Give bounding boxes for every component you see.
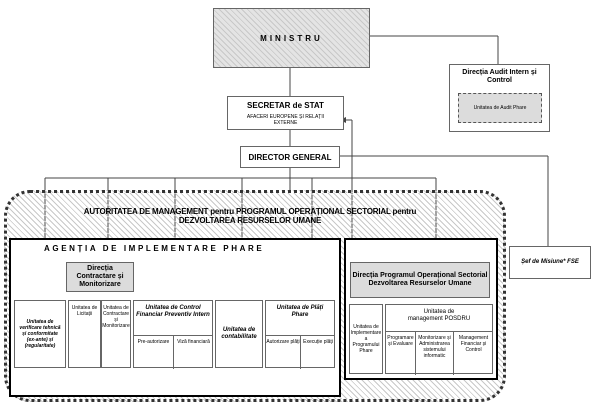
director-box: DIRECTOR GENERAL	[240, 146, 340, 168]
monitorizare-label: Monitorizare și Administrarea sistemului…	[418, 335, 451, 359]
verificare-box: Unitatea de verificare tehnică și confor…	[14, 300, 66, 368]
implementare-box: Unitatea de Implementare a Programului P…	[349, 304, 383, 374]
director-label: DIRECTOR GENERAL	[248, 152, 332, 162]
agentie-title: AGENȚIA DE IMPLEMENTARE PHARE	[44, 244, 265, 253]
sef-misiune-label: Șef de Misiune* FSE	[521, 259, 579, 265]
plati-label: Unitatea de Plăți Phare	[276, 305, 324, 318]
plati-box: Unitatea de Plăți Phare Autorizare plăți…	[265, 300, 335, 369]
contabilitate-label: Unitatea de contabilitate	[221, 327, 257, 340]
executie-plati-label: Execuție plăți	[303, 339, 333, 345]
ministru-box: MINISTRU	[213, 8, 370, 68]
ministru-label: MINISTRU	[260, 33, 323, 43]
verificare-label: Unitatea de verificare tehnică și confor…	[19, 319, 61, 349]
sef-misiune-box: Șef de Misiune* FSE	[509, 246, 591, 279]
licitatii-box: Unitatea de Licitații	[68, 300, 101, 368]
autoritate-title: AUTORITATEA DE MANAGEMENT pentru PROGRAM…	[83, 207, 417, 225]
directia-po-title: Direcția Programul Operațional Sectorial…	[352, 272, 488, 287]
implementare-label: Unitatea de Implementare a Programului P…	[350, 324, 382, 354]
financiar-label: Management Financiar și Control	[458, 335, 489, 353]
secretar-subtitle: AFACERI EUROPENE ȘI RELAȚII EXTERNE	[246, 114, 325, 126]
contractare-monitorizare-label: Unitatea de Contractare și Monitorizare	[102, 305, 130, 329]
pre-autorizare-box: Pre-autorizare	[134, 335, 174, 369]
management-box: Unitatea de management POSDRU Programare…	[385, 304, 493, 375]
audit-title: Direcția Audit Intern și Control	[462, 69, 537, 84]
autorizare-plati-label: Autorizare plăți	[266, 339, 300, 345]
secretar-title: SECRETAR de STAT	[247, 101, 324, 110]
contractare-label: Direcția Contractare și Monitorizare	[76, 265, 124, 288]
viza-label: Viză financiară	[177, 339, 210, 345]
contractare-box: Direcția Contractare și Monitorizare	[66, 262, 134, 292]
contractare-monitorizare-box: Unitatea de Contractare și Monitorizare	[101, 300, 131, 368]
programare-label: Programare și Evaluare	[387, 335, 414, 347]
financiar-box: Management Financiar și Control	[454, 331, 493, 375]
audit-box: Direcția Audit Intern și Control Unitate…	[449, 64, 550, 132]
audit-unit-box: Unitatea de Audit Phare	[458, 93, 542, 123]
viza-box: Viză financiară	[174, 335, 213, 369]
control-box: Unitatea de Control Financiar Preventiv …	[133, 300, 213, 369]
executie-plati-box: Execuție plăți	[301, 335, 335, 369]
audit-unit-label: Unitatea de Audit Phare	[473, 105, 527, 111]
pre-autorizare-label: Pre-autorizare	[137, 339, 170, 345]
autorizare-plati-box: Autorizare plăți	[266, 335, 301, 369]
monitorizare-box: Monitorizare și Administrarea sistemului…	[416, 331, 454, 375]
programare-box: Programare și Evaluare	[386, 331, 416, 375]
secretar-box: SECRETAR de STAT AFACERI EUROPENE ȘI REL…	[227, 96, 344, 130]
management-label: Unitatea de management POSDRU	[407, 309, 471, 322]
control-label: Unitatea de Control Financiar Preventiv …	[136, 305, 210, 318]
directia-po-title-box: Direcția Programul Operațional Sectorial…	[350, 262, 490, 298]
contabilitate-box: Unitatea de contabilitate	[215, 300, 263, 368]
licitatii-label: Unitatea de Licitații	[71, 305, 98, 317]
